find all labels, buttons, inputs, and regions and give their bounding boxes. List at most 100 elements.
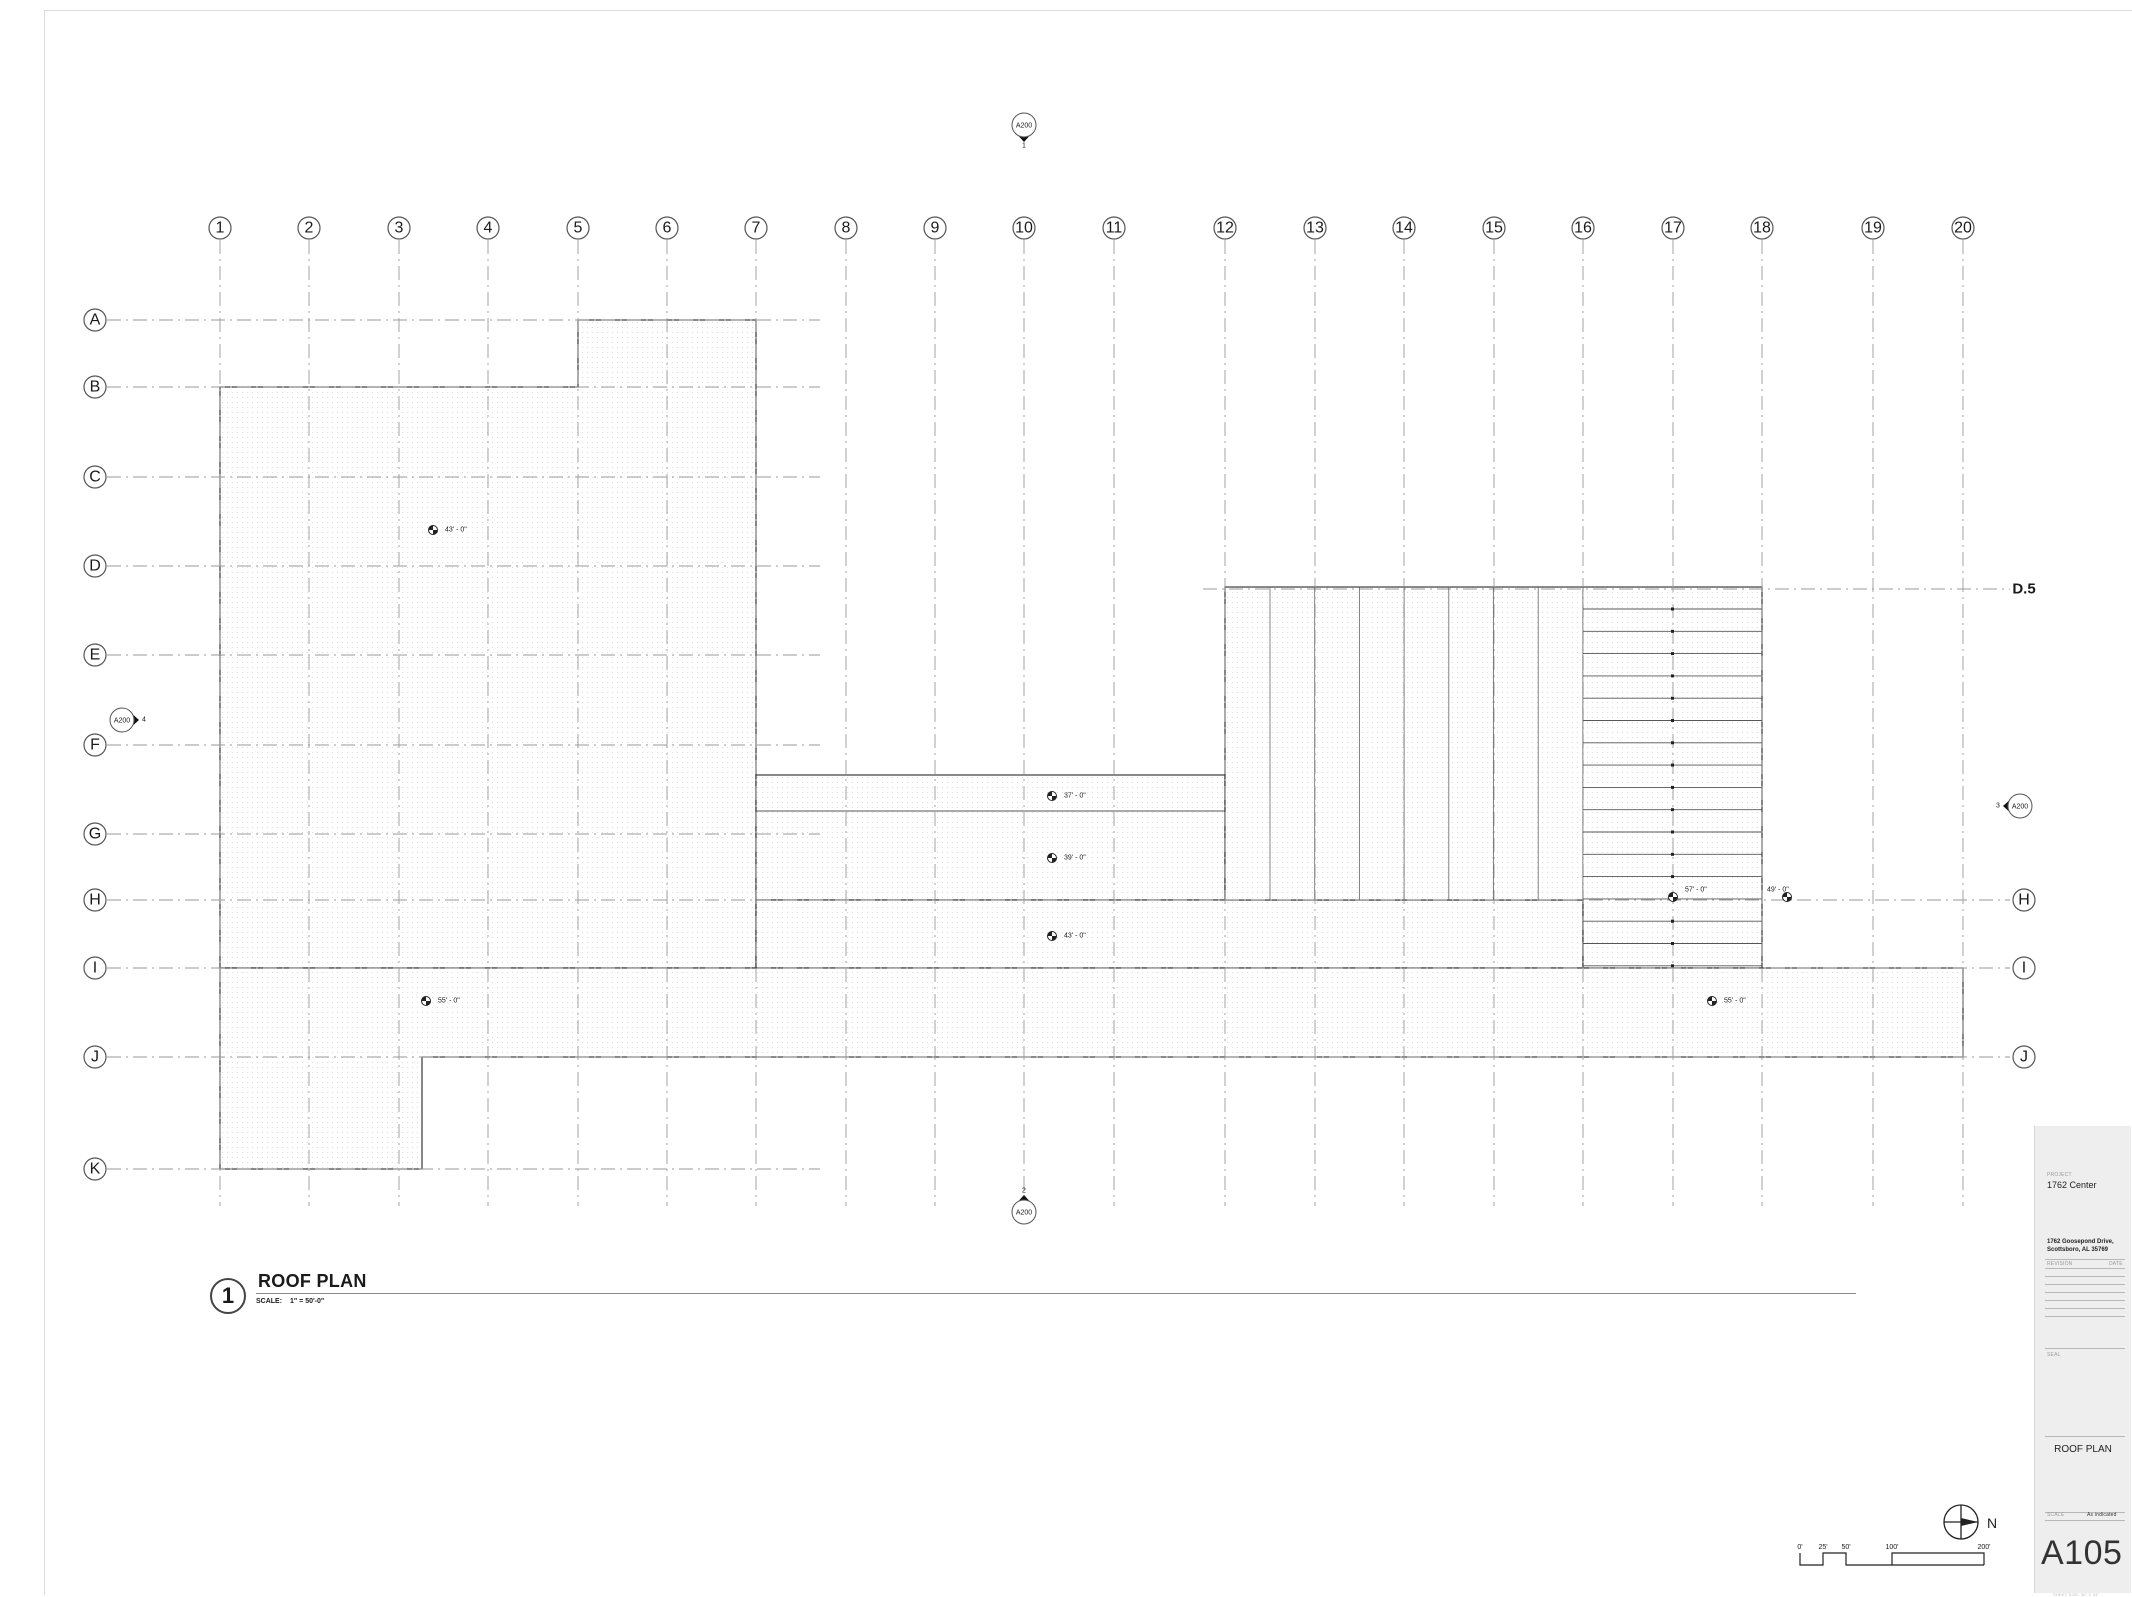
tb-rule (2045, 1268, 2125, 1269)
grid-label-column: 4 (484, 220, 493, 237)
scale-value: As indicated (2087, 1512, 2117, 1518)
elevation-target-quadrant (1782, 892, 1787, 897)
elevation-marker: 55' - 0" (1707, 996, 1746, 1006)
section-number: 1 (1022, 143, 1026, 150)
grid-bubble-column (1861, 216, 1885, 240)
elevation-markers: 43' - 0"37' - 0"39' - 0"43' - 0"55' - 0"… (421, 525, 1792, 1006)
roof-drain-mark (1671, 741, 1674, 745)
grid-bubble-row (83, 956, 107, 980)
scale-bar-segments (1799, 1552, 1985, 1566)
roof-drain-mark (1671, 674, 1674, 678)
north-arrow: N (1943, 1504, 1997, 1540)
elevation-marker: 55' - 0" (421, 996, 460, 1006)
sheet-name: ROOF PLAN (2054, 1444, 2112, 1455)
grid-label-row: A (90, 312, 101, 329)
grid-bubble-column (1012, 216, 1036, 240)
elevation-marker: 39' - 0" (1047, 853, 1086, 863)
project-address-line1: 1762 Goosepond Drive, (2047, 1239, 2114, 1245)
grid-bubble-column (1482, 216, 1506, 240)
grid-label-column: 19 (1864, 220, 1882, 237)
roof-drain-mark (1671, 652, 1674, 656)
section-bubble (1011, 112, 1037, 138)
section-bubble (2007, 793, 2033, 819)
grid-bubble-row-right (2012, 888, 2036, 912)
north-label: N (1987, 1515, 1997, 1531)
grid-bubble-column (1213, 216, 1237, 240)
grid-bubble-row (83, 308, 107, 332)
grid-label-column: 2 (305, 220, 314, 237)
grid-bubble-row (83, 465, 107, 489)
elevation-target-quadrant (1668, 892, 1673, 897)
section-number: 3 (1996, 803, 2000, 810)
roof-drain-mark (1671, 808, 1674, 812)
tb-rule (2045, 1292, 2125, 1293)
grid-bubble-column (1661, 216, 1685, 240)
tb-rule (2045, 1300, 2125, 1301)
roof-area (755, 899, 1584, 969)
grid-label-column: 13 (1306, 220, 1324, 237)
grid-label-column: 10 (1015, 220, 1033, 237)
grid-bubble-column (834, 216, 858, 240)
roof-drain-mark (1671, 629, 1674, 633)
revision-label: REVISION (2047, 1261, 2073, 1267)
grid-bubble-column (1951, 216, 1975, 240)
roof-drain-mark (1671, 719, 1674, 722)
grid-label-column: 15 (1485, 220, 1503, 237)
grid-label-row: B (90, 379, 101, 396)
grid-label-column: 7 (752, 220, 761, 237)
elevation-target-quadrant (1707, 996, 1712, 1001)
elevation-label: 39' - 0" (1064, 855, 1086, 862)
grid-bubble-column (297, 216, 321, 240)
elevation-target-quadrant (1673, 897, 1678, 902)
tb-rule (2045, 1348, 2125, 1349)
roof-drain-mark (1671, 942, 1674, 945)
grid-label-column: 20 (1954, 220, 1972, 237)
grid-bubble-row (83, 643, 107, 667)
tb-rule (2045, 1276, 2125, 1277)
plan-scale-value: 1" = 50'-0" (290, 1298, 325, 1305)
title-block: PROJECT 1762 Center 1762 Goosepond Drive… (2034, 1126, 2131, 1593)
elevation-label: 49' - 0" (1767, 887, 1789, 894)
elevation-target-quadrant (426, 1001, 431, 1006)
grid-bubble-row (83, 1045, 107, 1069)
tb-rule (2045, 1308, 2125, 1309)
section-ref: A200 (1016, 123, 1032, 130)
grid-label-column: 6 (663, 220, 672, 237)
elevation-label: 55' - 0" (1724, 998, 1746, 1005)
grid-label-column: 14 (1395, 220, 1413, 237)
project-name: 1762 Center (2047, 1180, 2097, 1190)
grid-bubble-column (923, 216, 947, 240)
elevation-marker: 43' - 0" (1047, 931, 1086, 941)
grid-bubble-row (83, 554, 107, 578)
grid-lines (107, 240, 2010, 1206)
tb-rule (2045, 1259, 2125, 1260)
grid-label-row-right: H (2018, 892, 2030, 909)
roof-drain-mark (1671, 696, 1674, 700)
tb-rule (2045, 1436, 2125, 1437)
grid-bubble-column (566, 216, 590, 240)
grid-label-row-right: J (2020, 1049, 2028, 1066)
scale-label: SCALE (2047, 1512, 2065, 1518)
roof-areas (219, 319, 1964, 1170)
grid-bubble-column (1102, 216, 1126, 240)
grid-bubble-row (83, 1157, 107, 1181)
plan-number-bubble: 1 (210, 1278, 246, 1314)
elevation-marker: 49' - 0" (1767, 887, 1792, 902)
section-ref: A200 (114, 718, 130, 725)
elevation-target-quadrant (1052, 796, 1057, 801)
elevation-target-quadrant (1047, 931, 1052, 936)
elevation-target-quadrant (1052, 858, 1057, 863)
elevation-label: 43' - 0" (1064, 933, 1086, 940)
grid-bubble-column (1571, 216, 1595, 240)
elevation-label: 57' - 0" (1685, 887, 1707, 894)
grid-label-column: 17 (1664, 220, 1682, 237)
elevation-target-quadrant (1047, 853, 1052, 858)
grid-label-column: 1 (216, 220, 225, 237)
section-number: 2 (1022, 1188, 1026, 1195)
elevation-label: 43' - 0" (445, 527, 467, 534)
scale-bar-tick-label: 200' (1977, 1544, 1990, 1551)
